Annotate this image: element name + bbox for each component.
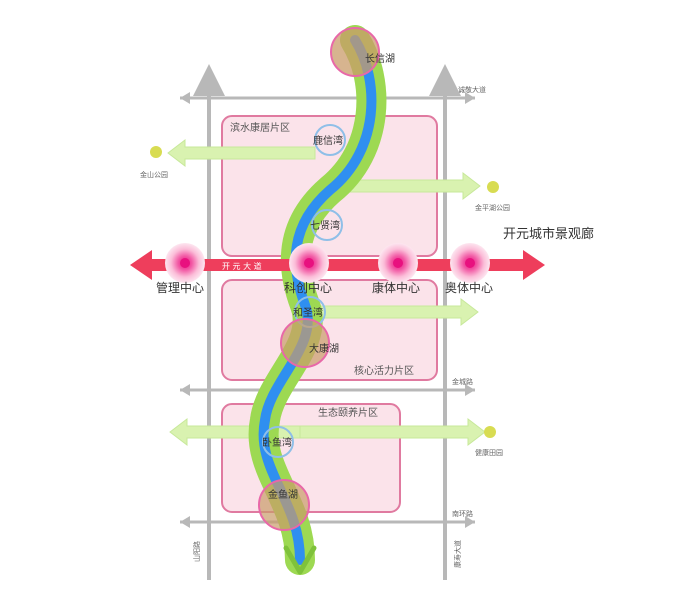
road-arrow-left bbox=[180, 384, 190, 396]
center-label-aoti: 奥体中心 bbox=[445, 280, 493, 295]
lake-label-luxin: 鹿信湾 bbox=[313, 134, 343, 147]
zone-label-binshui: 滨水康居片区 bbox=[230, 121, 290, 134]
river-line bbox=[258, 35, 377, 565]
center-label-kechuang: 科创中心 bbox=[284, 280, 332, 295]
corridor-title: 开元城市景观廊 bbox=[503, 226, 594, 242]
lake-luxin bbox=[314, 124, 346, 156]
center-kechuang-core bbox=[304, 258, 314, 268]
lake-label-dakang: 大康湖 bbox=[309, 342, 339, 355]
road-arrow-right bbox=[465, 516, 475, 528]
road-label-jincheng: 金城路 bbox=[452, 377, 473, 386]
lake-jinyu bbox=[258, 479, 310, 531]
park-label-jinping: 金平湖公园 bbox=[475, 203, 510, 212]
horizontal-roads bbox=[180, 92, 475, 528]
road-arrow-left bbox=[180, 92, 190, 104]
lake-changxin bbox=[330, 27, 380, 77]
text-labels: 开元城市景观廊 管理中心 科创中心 康体中心 奥体中心 开 元 大 道 滨水康居… bbox=[140, 53, 594, 568]
vertical-roads bbox=[193, 64, 461, 580]
zone-eco bbox=[221, 403, 401, 513]
zone-label-core: 核心活力片区 bbox=[354, 364, 414, 377]
river-greenway bbox=[248, 25, 387, 575]
lake-label-woyu: 卧鱼湾 bbox=[262, 436, 292, 449]
park-dot-jiankang bbox=[484, 426, 496, 438]
road-label-kangshou: 康寿大道 bbox=[453, 540, 462, 568]
green-corridor-arrows bbox=[167, 138, 486, 447]
greenway-arrowhead bbox=[283, 545, 317, 575]
corridor-bar bbox=[148, 259, 528, 271]
green-arrow-east-3 bbox=[299, 417, 486, 447]
green-arrow-west-1 bbox=[167, 138, 316, 168]
center-label-kangti: 康体中心 bbox=[372, 280, 420, 295]
center-guanli-core bbox=[180, 258, 190, 268]
lake-label-hesheng: 和圣湾 bbox=[293, 306, 323, 319]
lake-qixian bbox=[311, 209, 343, 241]
lake-dakang bbox=[280, 318, 330, 368]
lake-label-qixian: 七贤湾 bbox=[310, 219, 340, 232]
road-arrow-left bbox=[180, 516, 190, 528]
corridor-arrow-left bbox=[130, 250, 152, 280]
lake-woyu bbox=[262, 426, 294, 458]
center-kangti-core bbox=[393, 258, 403, 268]
road-label-shanyang: 山阳路 bbox=[192, 541, 201, 562]
road-arrow-right bbox=[465, 384, 475, 396]
road-label-chengjiao: 诚敬大道 bbox=[458, 85, 486, 94]
lake-label-jinyu: 金鱼湖 bbox=[268, 488, 298, 501]
zone-core bbox=[221, 279, 438, 381]
park-label-jinshan: 金山公园 bbox=[140, 170, 168, 179]
centers bbox=[165, 243, 490, 283]
corridor-arrow-right bbox=[523, 250, 545, 280]
park-label-jiankang: 健康田园 bbox=[475, 448, 503, 457]
road-label-kaiyuan: 开 元 大 道 bbox=[222, 261, 262, 271]
center-label-guanli: 管理中心 bbox=[156, 280, 204, 295]
lake-label-changxin: 长信湖 bbox=[365, 53, 395, 65]
road-label-nanhuan: 南环路 bbox=[452, 509, 473, 518]
road-arrow-right bbox=[465, 92, 475, 104]
park-dot-jinping bbox=[487, 181, 499, 193]
lakes bbox=[258, 27, 380, 531]
park-dots bbox=[150, 146, 499, 438]
zone-label-eco: 生态颐养片区 bbox=[318, 406, 378, 419]
park-dot-jinshan bbox=[150, 146, 162, 158]
main-corridor bbox=[130, 250, 545, 280]
center-aoti-core bbox=[465, 258, 475, 268]
